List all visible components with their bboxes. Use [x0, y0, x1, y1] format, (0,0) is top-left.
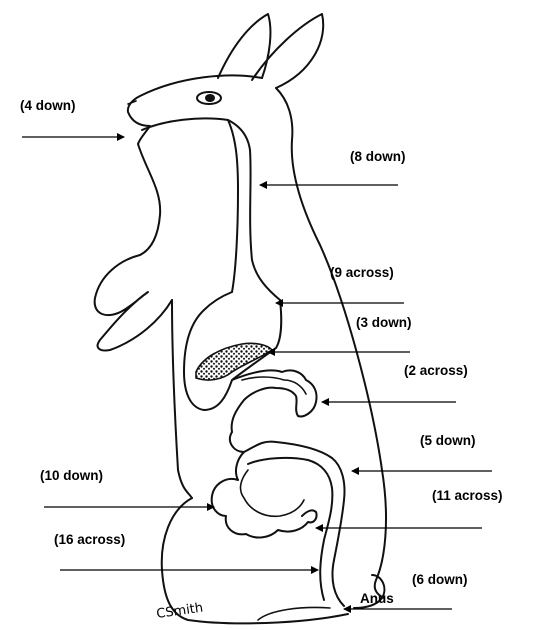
front-leg: [95, 255, 172, 351]
back: [276, 88, 386, 598]
artist-signature: CSmith: [155, 601, 204, 622]
label-anus: Anus: [360, 591, 394, 606]
label-9-across: (9 across): [330, 265, 394, 280]
label-16-across: (16 across): [54, 532, 125, 547]
eye-pupil: [205, 94, 215, 102]
label-10-down: (10 down): [40, 468, 103, 483]
rabbit-outline: [95, 14, 386, 623]
chest: [138, 144, 160, 255]
colon-inner: [248, 458, 332, 600]
label-2-across: (2 across): [404, 363, 468, 378]
label-3-down: (3 down): [356, 315, 412, 330]
label-4-down: (4 down): [20, 98, 76, 113]
liver: [196, 343, 272, 380]
label-5-down: (5 down): [420, 433, 476, 448]
label-8-down: (8 down): [350, 149, 406, 164]
lower-coils: [212, 452, 317, 537]
label-11-across: (11 across): [432, 488, 503, 503]
small-intestine-inner: [242, 377, 306, 394]
lower-coils-inner: [241, 470, 304, 516]
mouth-cavity: [142, 118, 280, 300]
label-6-down: (6 down): [412, 572, 468, 587]
head: [128, 75, 262, 144]
esophagus-inner: [228, 120, 238, 292]
back-ear: [218, 14, 270, 78]
